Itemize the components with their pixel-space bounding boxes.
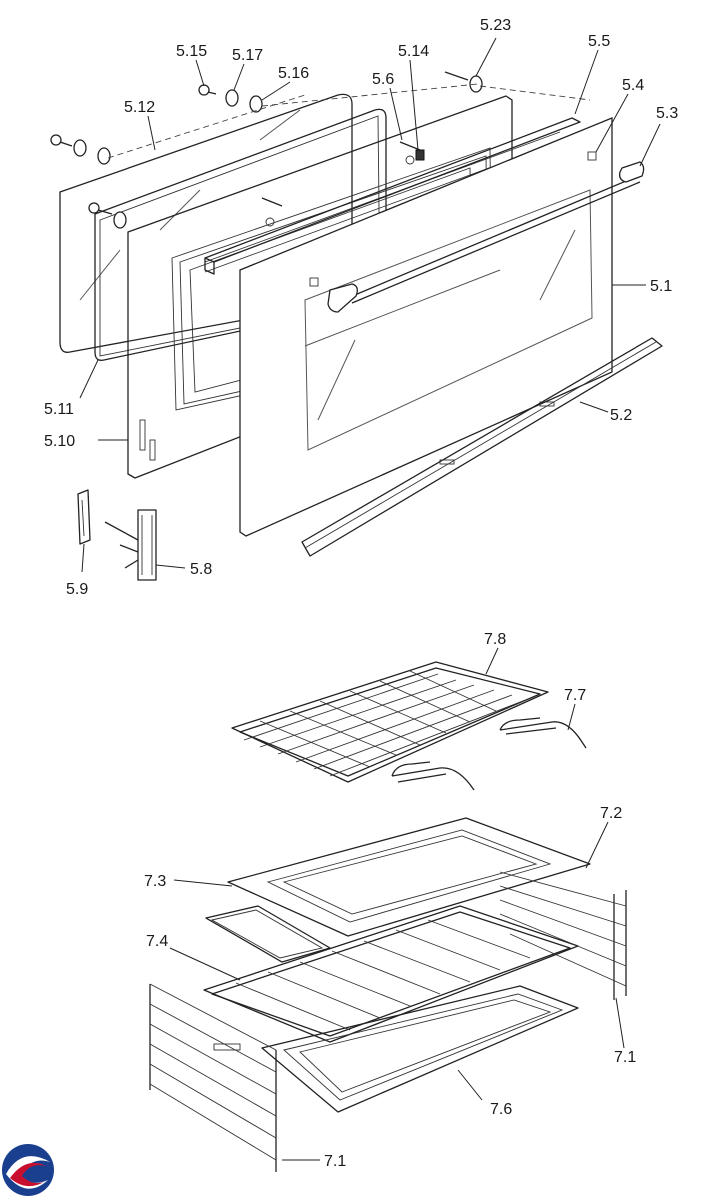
label-7-7: 7.7 — [564, 687, 586, 704]
fixing-screws-washers — [50, 71, 483, 229]
label-5-15: 5.15 — [176, 43, 207, 60]
label-5-3: 5.3 — [656, 105, 678, 122]
part-leader-lines — [79, 37, 661, 573]
oven-door-assembly — [50, 37, 663, 581]
wire-shelf-lower — [203, 905, 579, 1043]
label-5-9: 5.9 — [66, 581, 88, 598]
label-5-11: 5.11 — [44, 401, 74, 418]
label-5-16: 5.16 — [278, 65, 309, 82]
label-5-2: 5.2 — [610, 407, 632, 424]
label-5-14: 5.14 — [398, 43, 429, 60]
part-number-labels: 5.1 5.2 5.3 5.4 5.5 5.6 5.8 5.9 5.10 5.1… — [44, 17, 678, 1170]
side-runner-right — [499, 871, 627, 1000]
label-5-17: 5.17 — [232, 47, 263, 64]
label-5-4: 5.4 — [622, 77, 644, 94]
brand-swirl-logo — [2, 1144, 54, 1196]
label-7-3: 7.3 — [144, 873, 166, 890]
door-handle — [327, 161, 645, 313]
label-5-10: 5.10 — [44, 433, 75, 450]
label-5-12: 5.12 — [124, 99, 155, 116]
label-5-8: 5.8 — [190, 561, 212, 578]
label-7-1-right: 7.1 — [614, 1049, 636, 1066]
wire-shelf-top — [231, 661, 549, 783]
label-7-8: 7.8 — [484, 631, 506, 648]
label-7-2: 7.2 — [600, 805, 622, 822]
assembly-guide-lines — [107, 83, 591, 159]
shelf-support-clips — [391, 717, 587, 791]
label-5-1: 5.1 — [650, 278, 672, 295]
label-7-6: 7.6 — [490, 1101, 512, 1118]
hinge-receiver — [77, 489, 91, 545]
door-bottom-trim — [301, 337, 663, 557]
tray-frame — [227, 817, 591, 937]
shelf-leader-lines — [169, 647, 625, 1161]
tray-liner — [205, 905, 331, 963]
enamel-baking-tray — [261, 985, 579, 1113]
label-7-4: 7.4 — [146, 933, 168, 950]
door-top-trim — [204, 117, 581, 275]
side-runner-left — [149, 983, 277, 1172]
label-7-1-left: 7.1 — [324, 1153, 346, 1170]
label-5-5: 5.5 — [588, 33, 610, 50]
oven-shelves-assembly — [149, 647, 627, 1172]
door-hinge — [104, 509, 157, 581]
label-5-6: 5.6 — [372, 71, 394, 88]
outer-door-glass — [239, 117, 613, 537]
label-5-23: 5.23 — [480, 17, 511, 34]
